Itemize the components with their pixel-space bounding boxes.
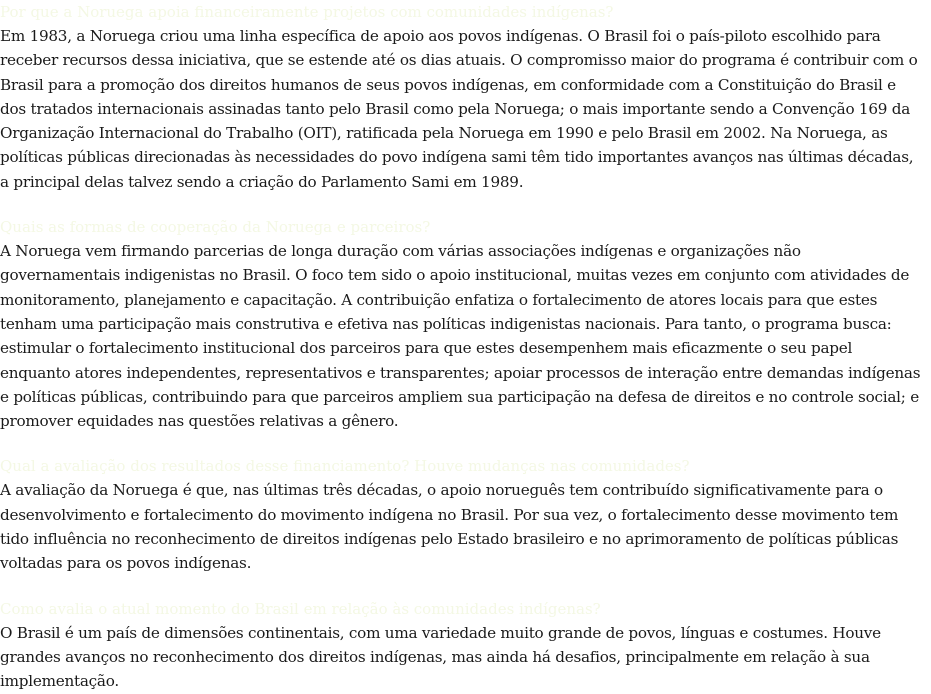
section-heading: Como avalia o atual momento do Brasil em…	[0, 599, 601, 618]
section-paragraph: A Noruega vem firmando parcerias de long…	[0, 242, 921, 431]
section-paragraph: Em 1983, a Noruega criou uma linha espec…	[0, 27, 918, 191]
section-heading: Quais as formas de cooperação da Noruega…	[0, 218, 431, 237]
section-paragraph: O Brasil é um país de dimensões continen…	[0, 623, 881, 691]
section-1: Por que a Noruega apoia financeiramente …	[0, 0, 923, 194]
section-paragraph: A avaliação da Noruega é que, nas última…	[0, 481, 899, 573]
section-3: Qual a avaliação dos resultados desse fi…	[0, 454, 923, 575]
section-2: Quais as formas de cooperação da Noruega…	[0, 215, 923, 433]
section-heading: Qual a avaliação dos resultados desse fi…	[0, 457, 690, 476]
section-4: Como avalia o atual momento do Brasil em…	[0, 597, 923, 694]
section-heading: Por que a Noruega apoia financeiramente …	[0, 3, 614, 21]
